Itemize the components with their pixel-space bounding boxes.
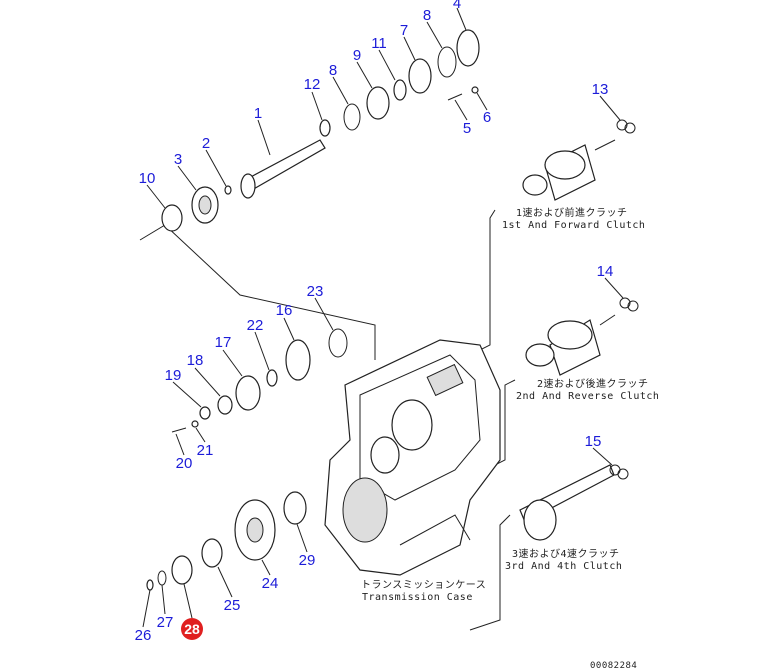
callout-2[interactable]: 2 (202, 135, 210, 152)
clutch2-caption-en: 2nd And Reverse Clutch (516, 391, 659, 402)
clutch3-caption-jp: 3速および4速クラッチ (512, 548, 620, 560)
callout-12[interactable]: 12 (304, 76, 321, 93)
callout-14[interactable]: 14 (597, 263, 614, 280)
pin-2 (224, 185, 232, 195)
ring-26 (146, 579, 154, 591)
clutch2-caption-jp: 2速および後進クラッチ (537, 377, 649, 390)
bolt-5 (447, 93, 463, 101)
callout-4[interactable]: 4 (453, 0, 461, 12)
callout-21[interactable]: 21 (197, 442, 214, 459)
callout-25[interactable]: 25 (224, 597, 241, 614)
callout-24[interactable]: 24 (262, 575, 279, 592)
clutch-3 (519, 464, 629, 541)
bearing-9 (366, 86, 390, 120)
callout-3[interactable]: 3 (174, 151, 182, 168)
callout-18[interactable]: 18 (187, 352, 204, 369)
case-caption-jp: トランスミッションケース (361, 579, 486, 591)
cover-4 (456, 29, 480, 67)
callout-29[interactable]: 29 (299, 552, 316, 569)
snap-ring-23 (328, 328, 348, 358)
clutch-1 (522, 119, 636, 201)
callout-7[interactable]: 7 (400, 22, 408, 39)
seal-7 (408, 58, 432, 94)
ring-22 (266, 369, 278, 387)
leader-lines (142, 7, 624, 628)
transmission-case (324, 339, 501, 576)
gear-25 (201, 538, 223, 568)
callout-23[interactable]: 23 (307, 283, 324, 300)
callout-27[interactable]: 27 (157, 614, 174, 631)
callout-8[interactable]: 8 (423, 7, 431, 24)
captions: 1速および前進クラッチ 1st And Forward Clutch 2速および… (361, 206, 659, 670)
ring-11 (393, 79, 407, 101)
callout-10[interactable]: 10 (139, 170, 156, 187)
clutch1-caption-en: 1st And Forward Clutch (502, 220, 645, 231)
callout-11[interactable]: 11 (371, 35, 387, 52)
bearing-29 (283, 491, 307, 525)
callout-numbers: 4 8 7 11 9 8 12 1 2 3 10 5 6 13 14 15 23… (135, 0, 614, 644)
clutch-2 (525, 297, 639, 376)
bearing-28 (171, 555, 193, 585)
input-shaft-assembly (161, 29, 480, 232)
callout-5[interactable]: 5 (463, 120, 471, 137)
shaft-1 (244, 139, 326, 191)
callout-26[interactable]: 26 (135, 627, 152, 644)
washer-21 (191, 420, 199, 428)
callout-15[interactable]: 15 (585, 433, 602, 450)
callout-22[interactable]: 22 (247, 317, 264, 334)
ring-12 (319, 119, 331, 137)
highlight-marker-28 (181, 618, 203, 640)
clutch3-caption-en: 3rd And 4th Clutch (505, 561, 622, 572)
callout-9[interactable]: 9 (353, 47, 361, 64)
callout-1[interactable]: 1 (254, 105, 262, 122)
drawing-id: 00082284 (590, 661, 637, 670)
callout-8[interactable]: 8 (329, 62, 337, 79)
callout-17[interactable]: 17 (215, 334, 232, 351)
callout-6[interactable]: 6 (483, 109, 491, 126)
lower-shaft-assembly (146, 328, 348, 591)
snap-ring-8 (343, 103, 361, 131)
snap-ring-27 (157, 570, 167, 586)
bolt-20 (171, 427, 187, 433)
bearing-17 (235, 375, 261, 411)
bearing-16 (285, 339, 311, 381)
plate-19 (199, 406, 211, 420)
callout-20[interactable]: 20 (176, 455, 193, 472)
case-caption-en: Transmission Case (362, 592, 473, 603)
bearing-10 (161, 204, 183, 232)
callout-13[interactable]: 13 (592, 81, 609, 98)
ring-18 (217, 395, 233, 415)
snap-ring-8b (437, 46, 457, 78)
callout-16[interactable]: 16 (276, 302, 293, 319)
callout-28-highlighted[interactable]: 28 (184, 621, 200, 637)
washer-6 (471, 86, 479, 94)
callout-19[interactable]: 19 (165, 367, 182, 384)
clutch1-caption-jp: 1速および前進クラッチ (516, 206, 628, 219)
